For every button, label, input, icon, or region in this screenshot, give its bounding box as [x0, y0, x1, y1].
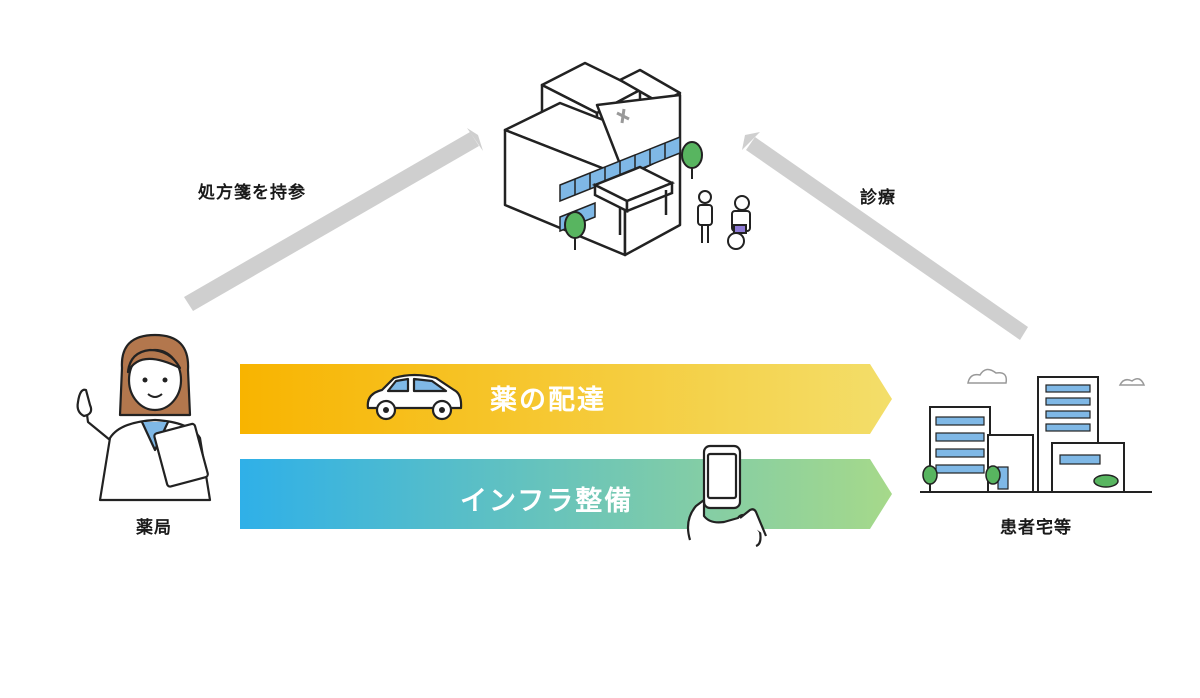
hospital-icon	[503, 61, 751, 257]
pharmacy-label: 薬局	[136, 518, 172, 538]
diagnosis-label: 診療	[860, 188, 896, 208]
delivery-label: 薬の配達	[490, 385, 606, 416]
smartphone-hand-icon	[686, 444, 768, 548]
prescription-label: 処方箋を持参	[198, 183, 306, 203]
home-label: 患者宅等	[1000, 518, 1072, 538]
houses-icon	[920, 368, 1152, 493]
car-icon	[366, 373, 463, 421]
infrastructure-label: インフラ整備	[460, 486, 634, 517]
pharmacist-icon	[76, 333, 212, 502]
